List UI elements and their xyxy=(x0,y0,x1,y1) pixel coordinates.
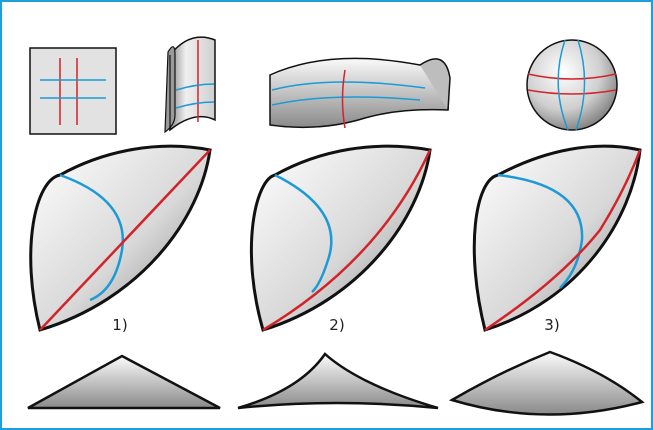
cylinder-surface xyxy=(164,36,216,134)
triangle-hyperbolic xyxy=(237,352,439,410)
triangle-flat xyxy=(27,354,221,410)
sphere-surface xyxy=(526,39,618,131)
saddle-surface xyxy=(269,57,451,129)
label-case-1: 1) xyxy=(112,316,127,334)
curved-triangle-1 xyxy=(29,144,212,332)
label-case-3: 3) xyxy=(544,316,559,334)
plane-surface xyxy=(29,47,117,135)
label-case-2: 2) xyxy=(329,316,344,334)
triangle-spherical xyxy=(448,350,645,416)
curved-triangle-2 xyxy=(249,144,432,332)
curved-triangle-3 xyxy=(472,144,642,332)
